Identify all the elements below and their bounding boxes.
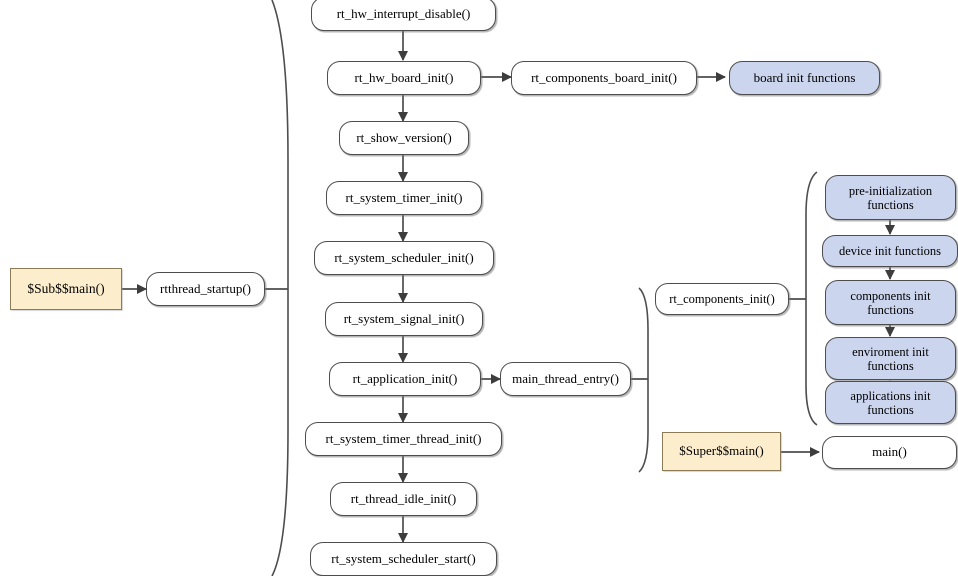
node-applications-init-functions-label: applications init functions [850,388,931,417]
node-device-init-functions-label: device init functions [838,244,942,258]
node-device-init-functions[interactable]: device init functions [822,235,958,267]
node-pre-initialization-functions[interactable]: pre-initialization functions [825,175,956,220]
node-rt-system-signal-init-label: rt_system_signal_init() [343,310,465,326]
node-enviroment-init-functions-label: enviroment init functions [852,344,929,373]
node-rt-components-init-label: rt_components_init() [669,292,775,306]
node-rtthread-startup[interactable]: rtthread_startup() [146,272,265,306]
node-rt-hw-interrupt-disable-label: rt_hw_interrupt_disable() [336,5,471,21]
node-sub-main-label: $Sub$$main() [27,281,105,297]
node-rt-system-scheduler-init[interactable]: rt_system_scheduler_init() [314,241,494,275]
node-rt-system-scheduler-init-label: rt_system_scheduler_init() [334,249,474,265]
node-rt-components-board-init-label: rt_components_board_init() [531,69,677,85]
node-board-init-functions[interactable]: board init functions [729,61,880,95]
node-components-init-functions[interactable]: components init functions [825,280,956,325]
node-applications-init-functions[interactable]: applications init functions [825,381,956,424]
node-rt-system-scheduler-start-label: rt_system_scheduler_start() [331,550,476,566]
node-sub-main[interactable]: $Sub$$main() [10,268,122,310]
node-rt-application-init-label: rt_application_init() [352,370,458,386]
node-rt-show-version[interactable]: rt_show_version() [339,121,469,155]
node-rt-system-timer-init-label: rt_system_timer_init() [345,189,463,205]
node-rt-system-scheduler-start[interactable]: rt_system_scheduler_start() [310,542,497,576]
node-pre-initialization-functions-label: pre-initialization functions [848,183,933,212]
node-main[interactable]: main() [822,436,957,469]
node-rtthread-startup-label: rtthread_startup() [160,280,251,296]
node-rt-application-init[interactable]: rt_application_init() [329,362,481,396]
node-rt-system-timer-thread-init[interactable]: rt_system_timer_thread_init() [305,422,502,456]
node-main-thread-entry[interactable]: main_thread_entry() [500,362,631,396]
node-rt-thread-idle-init-label: rt_thread_idle_init() [350,490,457,506]
node-rt-components-board-init[interactable]: rt_components_board_init() [511,61,697,95]
node-board-init-functions-label: board init functions [753,69,856,85]
node-rt-hw-board-init[interactable]: rt_hw_board_init() [327,61,481,95]
node-rt-system-timer-thread-init-label: rt_system_timer_thread_init() [325,430,482,446]
node-rt-components-init[interactable]: rt_components_init() [655,283,789,315]
node-main-label: main() [872,444,907,460]
node-enviroment-init-functions[interactable]: enviroment init functions [825,337,956,380]
node-super-main[interactable]: $Super$$main() [662,432,781,471]
node-rt-hw-board-init-label: rt_hw_board_init() [354,69,454,85]
node-super-main-label: $Super$$main() [679,443,764,459]
node-rt-thread-idle-init[interactable]: rt_thread_idle_init() [330,482,477,516]
node-components-init-functions-label: components init functions [850,288,931,317]
node-rt-system-signal-init[interactable]: rt_system_signal_init() [325,302,483,336]
node-rt-hw-interrupt-disable[interactable]: rt_hw_interrupt_disable() [311,0,496,31]
node-main-thread-entry-label: main_thread_entry() [512,370,619,386]
node-rt-system-timer-init[interactable]: rt_system_timer_init() [326,181,482,215]
node-rt-show-version-label: rt_show_version() [356,129,452,145]
